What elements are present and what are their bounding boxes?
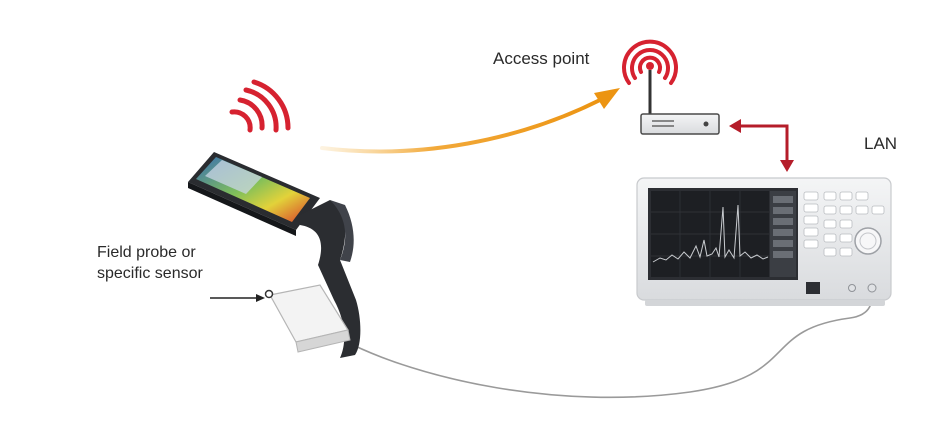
tablet-stand (300, 200, 361, 358)
tablet-icon (188, 152, 320, 236)
lan-label: LAN (864, 134, 898, 153)
field-probe-label: Field probe or specific sensor (97, 242, 203, 284)
wireless-link-arrow (320, 98, 602, 154)
wireless-link-arrowhead (594, 88, 620, 109)
router-icon (640, 70, 720, 135)
spectrum-analyzer-icon (636, 177, 892, 306)
field-probe-label-line1: Field probe or (97, 244, 196, 261)
access-point-label: Access point (493, 49, 590, 68)
probe-cable (342, 289, 873, 399)
broadcast-icon (622, 39, 678, 85)
lan-arrow (738, 124, 789, 164)
field-probe-label-line2: specific sensor (97, 265, 203, 282)
sensor-probe-icon (264, 284, 351, 353)
wifi-waves-icon (229, 79, 291, 133)
